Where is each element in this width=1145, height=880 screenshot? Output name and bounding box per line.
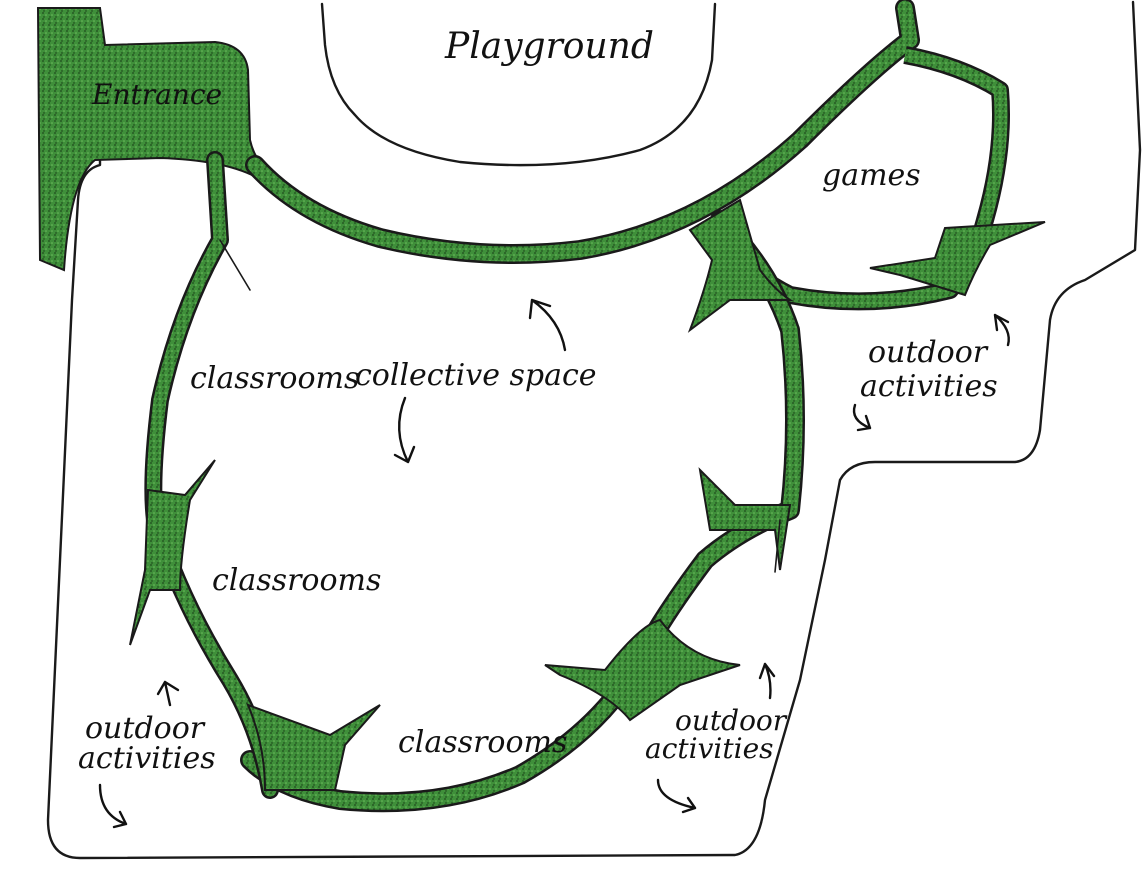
node-right	[698, 467, 792, 571]
label-outdoor-right-2: activities	[860, 369, 998, 404]
arrow-outdoor-right-up	[993, 313, 1010, 347]
label-outdoor-bottom-2: activities	[645, 732, 774, 765]
arrow-collective-down	[393, 396, 416, 464]
label-outdoor-left-1: outdoor	[85, 711, 206, 746]
arrow-outdoor-left-down	[98, 783, 128, 829]
label-outdoor-right-1: outdoor	[868, 335, 989, 370]
arrow-outdoor-bottom-up	[758, 662, 776, 700]
label-games: games	[822, 158, 921, 193]
path-left-fill	[146, 153, 277, 797]
arrow-outdoor-right-down	[852, 403, 872, 432]
label-entrance: Entrance	[91, 78, 222, 111]
node-left	[129, 459, 216, 646]
label-classrooms-left: classrooms	[212, 563, 381, 598]
label-classrooms-top: classrooms	[190, 361, 359, 396]
arrow-collective-up	[528, 298, 567, 352]
label-outdoor-left-2: activities	[78, 741, 216, 776]
node-top-right	[687, 198, 794, 333]
arrow-outdoor-left-up	[156, 680, 180, 707]
node-bottom-right	[544, 618, 741, 722]
branch-right-bottom	[774, 519, 781, 573]
games-node	[869, 221, 1046, 297]
branch-left-top	[219, 239, 251, 291]
playground-outline	[320, 2, 717, 167]
arrow-outdoor-bottom-down	[656, 778, 697, 814]
path-loop-fill	[247, 0, 918, 262]
label-collective-space: collective space	[355, 358, 597, 393]
label-playground: Playground	[444, 26, 654, 67]
label-outdoor-bottom-1: outdoor	[675, 704, 788, 737]
node-bottom-left	[246, 703, 381, 791]
label-classrooms-bottom: classrooms	[398, 725, 567, 760]
entrance-area	[36, 7, 272, 272]
site-boundary	[46, 0, 1142, 860]
